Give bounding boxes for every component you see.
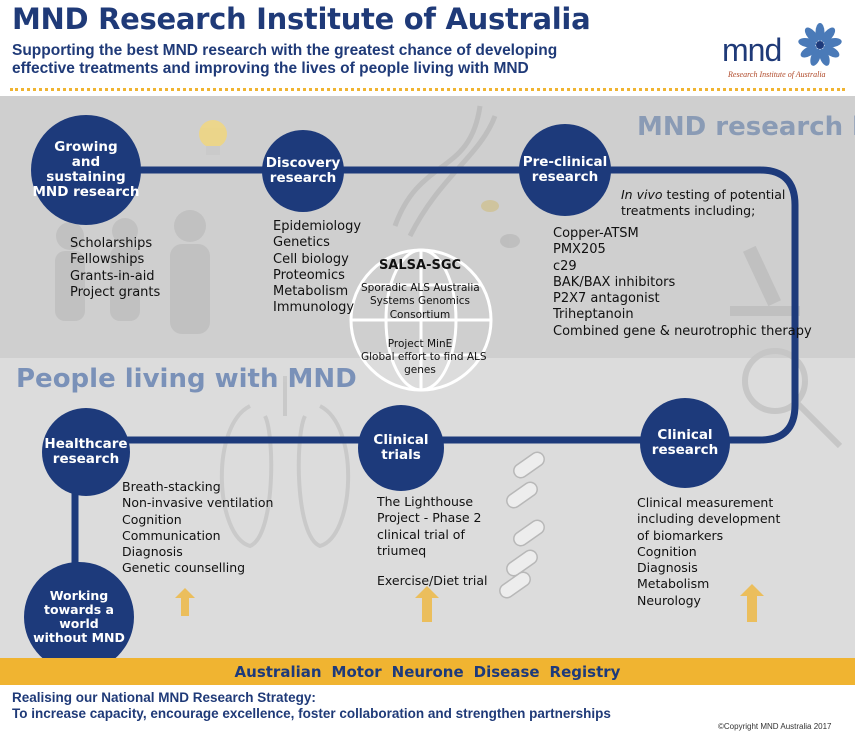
discovery-list: Epidemiology Genetics Cell biology Prote… xyxy=(273,219,361,317)
globe-title: SALSA-SGC xyxy=(378,258,462,273)
node-preclinical-research: Pre-clinical research xyxy=(519,124,611,216)
preclinical-list: Copper-ATSM PMX205 c29 BAK/BAX inhibitor… xyxy=(553,226,812,340)
node-healthcare-research: Healthcare research xyxy=(42,408,130,496)
list-item: triumeq xyxy=(377,542,427,558)
list-item: Grants-in-aid xyxy=(70,268,155,284)
list-item: Genetics xyxy=(273,235,330,251)
logo-tagline: Research Institute of Australia xyxy=(728,70,826,79)
list-item: Copper-ATSM xyxy=(553,226,639,241)
list-item: clinical trial of xyxy=(377,526,465,542)
list-item: Diagnosis xyxy=(122,544,183,559)
healthcare-list: Breath-stacking Non-invasive ventilation… xyxy=(122,479,273,577)
node-healthcare-label: Healthcare research xyxy=(44,435,128,467)
list-item: Cell biology xyxy=(273,251,349,267)
pills-icon xyxy=(499,451,545,599)
list-item: Clinical measurement xyxy=(637,495,774,510)
globe-project-title: Project MinE xyxy=(387,337,453,350)
list-item: Metabolism xyxy=(637,576,710,592)
registry-label: Australian Motor Neurone Disease Registr… xyxy=(0,658,855,685)
subtitle-line-1: Supporting the best MND research with th… xyxy=(12,42,558,59)
list-item: PMX205 xyxy=(553,242,606,258)
node-growing-research: Growing and sustaining MND research xyxy=(31,115,141,225)
list-item: Communication xyxy=(122,527,221,543)
lab-zone-background xyxy=(0,96,855,358)
subtitle-line-2: effective treatments and improving the l… xyxy=(12,60,529,77)
microscope-icon xyxy=(730,245,800,316)
strategy-heading: Realising our National MND Research Stra… xyxy=(12,690,316,705)
list-item: Metabolism xyxy=(273,284,349,299)
cell-icon xyxy=(481,200,520,248)
globe-desc-line: Sporadic ALS Australia xyxy=(361,282,480,295)
node-discovery-research: Discovery research xyxy=(262,130,344,212)
clinical-research-list: Clinical measurement including developme… xyxy=(637,495,780,609)
mnd-logo xyxy=(700,18,850,88)
list-item: c29 xyxy=(553,258,577,274)
preclinical-intro-line2: treatments including; xyxy=(621,202,756,218)
flower-icon xyxy=(798,23,842,66)
zone-label-people: People living with MND xyxy=(16,364,357,394)
logo-wordmark: mnd xyxy=(722,32,782,68)
list-item: Exercise/Diet trial xyxy=(377,573,488,588)
lightbulb-icon xyxy=(199,120,227,155)
list-item: Genetic counselling xyxy=(122,560,246,576)
node-growing-label: Growing and sustaining MND research xyxy=(32,138,140,201)
preclinical-intro: In vivo testing of potential treatments … xyxy=(621,187,785,218)
node-working-label: Working towards a world without MND xyxy=(33,588,125,645)
magnifier-icon xyxy=(742,348,843,449)
list-item: Fellowships xyxy=(70,252,145,268)
node-clinical-trials-label: Clinical trials xyxy=(373,431,429,463)
copyright-notice: ©Copyright MND Australia 2017 xyxy=(718,722,832,731)
strategy-goals: To increase capacity, encourage excellen… xyxy=(12,706,611,721)
registry-word: Disease xyxy=(473,662,540,681)
page-title: MND Research Institute of Australia xyxy=(12,2,591,36)
globe-icon xyxy=(349,248,493,392)
registry-word: Australian xyxy=(234,662,322,681)
node-clinical-trials: Clinical trials xyxy=(358,405,444,491)
preclinical-intro-text: testing of potential xyxy=(662,187,786,202)
list-item: of biomarkers xyxy=(637,527,724,543)
list-item: Breath-stacking xyxy=(122,479,221,494)
list-item: Epidemiology xyxy=(273,219,362,234)
globe-project-desc: genes xyxy=(404,363,436,376)
list-item: including development xyxy=(637,511,781,527)
list-item: Cognition xyxy=(637,543,697,559)
growing-list: Scholarships Fellowships Grants-in-aid P… xyxy=(70,236,160,301)
list-item: Project - Phase 2 xyxy=(377,510,482,526)
list-item: Diagnosis xyxy=(637,560,698,575)
list-item: Immunology xyxy=(273,300,355,316)
list-item: P2X7 antagonist xyxy=(553,291,660,306)
globe-text: SALSA-SGC Sporadic ALS Australia Systems… xyxy=(361,258,487,377)
progress-arrow-icon xyxy=(175,584,764,622)
list-item: Cognition xyxy=(122,511,182,527)
registry-word: Neurone xyxy=(391,662,464,681)
registry-bar xyxy=(0,658,855,685)
header-divider xyxy=(10,88,845,91)
list-item: Proteomics xyxy=(273,267,345,283)
list-item: Non-invasive ventilation xyxy=(122,495,274,511)
registry-word: Motor xyxy=(331,662,382,681)
globe-project-desc: Global effort to find ALS xyxy=(361,350,487,363)
node-working-towards-world: Working towards a world without MND xyxy=(24,562,134,672)
list-item: Combined gene & neurotrophic therapy xyxy=(553,323,812,339)
node-preclinical-label: Pre-clinical research xyxy=(522,153,608,185)
preclinical-intro-italic: In vivo xyxy=(621,187,663,202)
node-clinical-research: Clinical research xyxy=(640,398,730,488)
globe-desc-line: Consortium xyxy=(389,308,451,321)
list-item: The Lighthouse xyxy=(377,494,474,509)
list-item: Neurology xyxy=(637,592,701,608)
clinical-trials-list: The Lighthouse Project - Phase 2 clinica… xyxy=(377,494,488,589)
node-clinical-research-label: Clinical research xyxy=(651,426,719,458)
list-item: Project grants xyxy=(70,284,161,300)
list-item: BAK/BAX inhibitors xyxy=(553,274,676,290)
globe-desc-line: Systems Genomics xyxy=(369,295,471,308)
list-item xyxy=(377,559,488,573)
zone-label-lab: MND research lab xyxy=(637,112,855,142)
registry-word: Registry xyxy=(549,662,621,681)
node-discovery-label: Discovery research xyxy=(265,154,341,186)
list-item: Scholarships xyxy=(70,236,153,251)
list-item: Triheptanoin xyxy=(553,307,634,323)
people-silhouette-icon xyxy=(55,210,210,334)
